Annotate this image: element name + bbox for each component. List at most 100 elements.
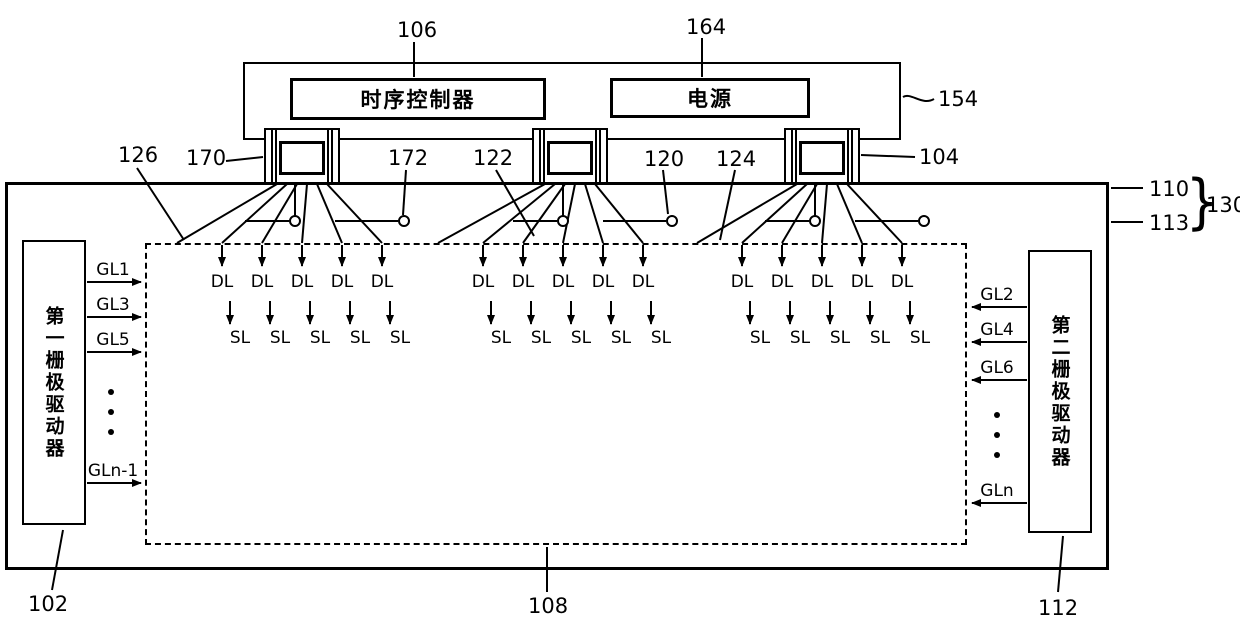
gate-line-label-gl6: GL6 (980, 358, 1014, 378)
chip-film-edge-line (791, 130, 793, 182)
fanout-line (836, 183, 863, 244)
leader-104 (860, 154, 916, 158)
leader-126 (136, 167, 185, 241)
left-gate-driver-box: 第一栅极驱动器 (22, 240, 86, 525)
ref-126: 126 (118, 143, 159, 167)
right-gate-driver-box: 第二栅极驱动器 (1028, 250, 1092, 533)
gate-line-label-gln: GLn (980, 481, 1014, 501)
ref-106: 106 (397, 18, 438, 42)
leader-172 (402, 169, 407, 216)
leader-120 (662, 169, 669, 215)
source-driver-chip-3 (784, 128, 860, 184)
leader-124 (719, 169, 736, 241)
fanout-line (594, 183, 644, 244)
data-line-label: DL (631, 272, 655, 292)
gate-line-label-gl5: GL5 (96, 330, 130, 350)
ellipsis-dots (108, 389, 1000, 458)
source-line-label: SL (229, 328, 251, 348)
fanout-line (741, 183, 808, 244)
ref-170: 170 (186, 146, 227, 170)
contact-pad-circle (557, 215, 569, 227)
source-line-label: SL (869, 328, 891, 348)
data-line-label: DL (330, 272, 354, 292)
chip-die (799, 141, 845, 175)
timing-controller-box: 时序控制器 (290, 78, 546, 120)
fanout-line (176, 183, 278, 244)
fanout-line (482, 183, 556, 244)
chip-film-edge-line (851, 130, 853, 182)
left-gate-driver-label: 第一栅极驱动器 (42, 305, 65, 460)
fanout-line (696, 183, 798, 244)
ref-113: 113 (1149, 211, 1190, 235)
gate-line-label-gln-1: GLn-1 (87, 461, 139, 481)
data-line-label: DL (890, 272, 914, 292)
gate-line-label-gl2: GL2 (980, 285, 1014, 305)
contact-pad-circle (918, 215, 930, 227)
source-driver-chip-1 (264, 128, 340, 184)
source-line-label: SL (829, 328, 851, 348)
fanout-line (562, 183, 576, 244)
data-line-label: DL (810, 272, 834, 292)
ref-110: 110 (1149, 177, 1190, 201)
ref-102: 102 (28, 592, 69, 616)
chip-film-edge-line (539, 130, 541, 182)
source-line-label: SL (309, 328, 331, 348)
gate-line-label-gl1: GL1 (96, 260, 130, 280)
data-line-label: DL (770, 272, 794, 292)
chip-die (547, 141, 593, 175)
contact-pad-circle (809, 215, 821, 227)
source-line-label: SL (570, 328, 592, 348)
leader-170 (225, 156, 264, 162)
fanout-line (846, 183, 903, 244)
chip-die (279, 141, 325, 175)
power-supply-label: 电源 (687, 87, 733, 111)
data-line-label: DL (471, 272, 495, 292)
ref-124: 124 (716, 147, 757, 171)
chip-film-edge-line (543, 130, 545, 182)
fanout-line (584, 183, 604, 244)
fanout-line (221, 183, 288, 244)
leader-lines (51, 38, 1143, 593)
fanout-line (821, 183, 828, 244)
chip-film-edge-line (331, 130, 333, 182)
source-line-label: SL (610, 328, 632, 348)
ref-164: 164 (686, 15, 727, 39)
data-line-label: DL (511, 272, 535, 292)
timing-controller-label: 时序控制器 (360, 88, 476, 112)
ref-112: 112 (1038, 596, 1079, 620)
source-line-label: SL (909, 328, 931, 348)
display-area-dashed-box (145, 243, 967, 545)
ref-120: 120 (644, 147, 685, 171)
ref-122: 122 (473, 146, 514, 170)
chip-film-edge-line (795, 130, 797, 182)
fanout-line (781, 183, 818, 244)
source-line-label: SL (389, 328, 411, 348)
source-line-label: SL (349, 328, 371, 348)
data-line-label: DL (250, 272, 274, 292)
gate-lines (87, 278, 1027, 507)
right-gate-driver-label: 第二栅极驱动器 (1048, 314, 1071, 469)
fanout-line (316, 183, 343, 244)
leader-122 (495, 169, 535, 237)
gate-line-label-gl3: GL3 (96, 295, 130, 315)
chip-film-edge-line (275, 130, 277, 182)
fanout-line (522, 183, 566, 244)
data-line-label: DL (290, 272, 314, 292)
fanout-line (261, 183, 298, 244)
source-driver-chip-2 (532, 128, 608, 184)
ref-108: 108 (528, 594, 569, 618)
source-line-label: SL (530, 328, 552, 348)
brace-130: } (1185, 167, 1219, 237)
ref-104: 104 (919, 145, 960, 169)
contact-pad-circle (666, 215, 678, 227)
gate-line-label-gl4: GL4 (980, 320, 1014, 340)
chip-film-edge-line (599, 130, 601, 182)
data-line-label: DL (210, 272, 234, 292)
fanout-line (437, 183, 546, 244)
data-line-label: DL (730, 272, 754, 292)
leader-112 (1057, 535, 1064, 593)
contact-pad-circle (398, 215, 410, 227)
contact-pad-circle (289, 215, 301, 227)
